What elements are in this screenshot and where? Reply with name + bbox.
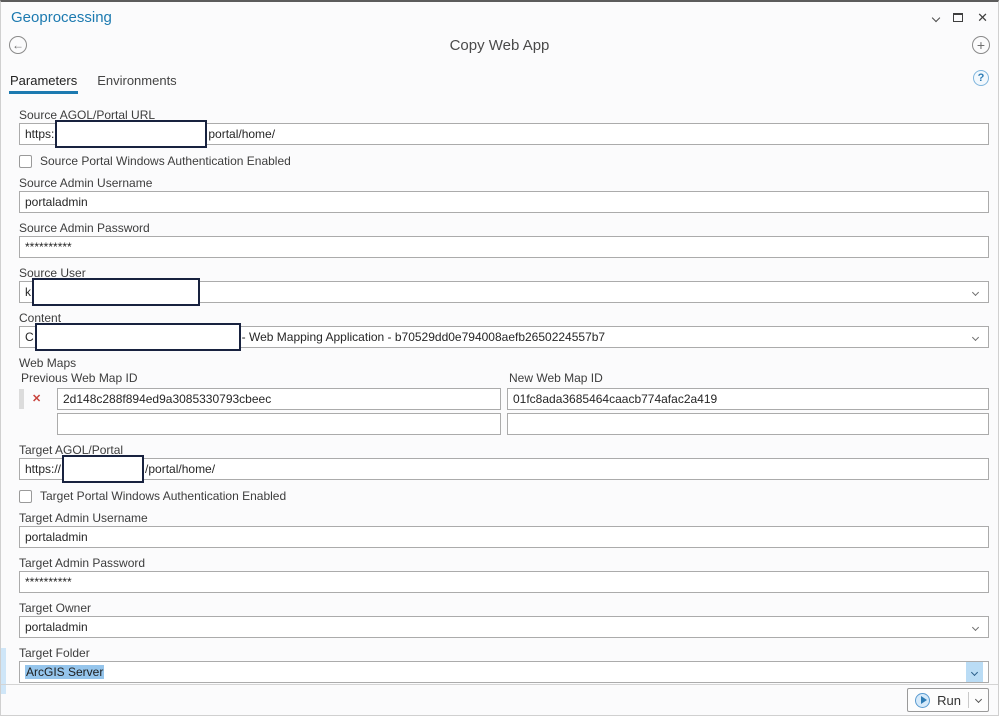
- previous-web-map-id-header: Previous Web Map ID: [21, 371, 138, 385]
- content-combobox[interactable]: C - Web Mapping Application - b70529dd0e…: [19, 323, 989, 351]
- tool-title: Copy Web App: [449, 36, 550, 54]
- redaction-box: [34, 323, 241, 351]
- target-owner-group: Target Owner portaladmin: [19, 601, 989, 638]
- run-button-separator: [968, 692, 969, 708]
- source-admin-username-label: Source Admin Username: [19, 176, 153, 190]
- source-user-group: Source User k: [19, 266, 989, 306]
- target-url-field[interactable]: https:// /portal/home/: [19, 455, 989, 483]
- tab-environments[interactable]: Environments: [97, 73, 177, 88]
- source-auth-checkbox[interactable]: [19, 154, 32, 168]
- target-url-label: Target AGOL/Portal: [19, 443, 124, 457]
- target-folder-label: Target Folder: [19, 646, 90, 660]
- chevron-down-icon[interactable]: [967, 623, 983, 631]
- web-maps-group: Web Maps Previous Web Map ID New Web Map…: [19, 356, 989, 435]
- source-url-label: Source AGOL/Portal URL: [19, 108, 156, 122]
- back-button[interactable]: ←: [9, 36, 27, 54]
- tool-toolbar: Copy Web App ← +: [1, 30, 998, 60]
- web-maps-column-headers: Previous Web Map ID New Web Map ID: [19, 371, 989, 385]
- target-folder-group: Target Folder ArcGIS Server: [1, 646, 989, 694]
- row-drag-handle[interactable]: [19, 389, 24, 409]
- help-icon[interactable]: ?: [973, 70, 989, 86]
- source-user-combobox[interactable]: k: [19, 278, 989, 306]
- new-web-map-id-field: [507, 413, 989, 435]
- web-maps-row: [19, 413, 989, 435]
- footer: Run: [907, 688, 989, 712]
- active-parameter-indicator: [1, 648, 6, 694]
- chevron-down-icon[interactable]: [966, 662, 983, 682]
- tab-bar: Parameters Environments ?: [1, 60, 998, 94]
- add-to-project-button[interactable]: +: [972, 36, 990, 54]
- new-web-map-id-header: New Web Map ID: [509, 371, 603, 385]
- target-admin-password-input[interactable]: [25, 572, 983, 592]
- target-url-prefix: https://: [25, 462, 62, 476]
- target-admin-username-field: [19, 526, 989, 548]
- footer-divider: [1, 684, 998, 685]
- content-value-suffix: - Web Mapping Application - b70529dd0e79…: [241, 330, 606, 344]
- source-url-suffix: portal/home/: [208, 127, 276, 141]
- source-admin-username-field: [19, 191, 989, 213]
- target-auth-group: Target Portal Windows Authentication Ena…: [19, 489, 989, 503]
- redaction-box: [55, 120, 208, 148]
- close-icon[interactable]: ✕: [977, 9, 988, 25]
- run-button-label: Run: [937, 692, 961, 708]
- run-button[interactable]: Run: [907, 688, 989, 712]
- target-auth-checkbox[interactable]: [19, 489, 32, 503]
- target-admin-password-field: [19, 571, 989, 593]
- previous-web-map-id-field: [57, 388, 501, 410]
- pane-title: Geoprocessing: [11, 8, 112, 26]
- source-admin-password-group: Source Admin Password: [19, 221, 989, 258]
- source-user-value: k: [25, 285, 31, 299]
- previous-web-map-id-input[interactable]: [63, 414, 495, 434]
- new-web-map-id-field: [507, 388, 989, 410]
- target-owner-combobox[interactable]: portaladmin: [19, 616, 989, 638]
- source-url-group: Source AGOL/Portal URL https: portal/hom…: [19, 108, 989, 148]
- target-url-suffix: /portal/home/: [145, 462, 216, 476]
- chevron-down-icon[interactable]: [967, 288, 983, 296]
- source-url-field[interactable]: https: portal/home/: [19, 120, 989, 148]
- source-auth-group: Source Portal Windows Authentication Ena…: [19, 154, 989, 168]
- previous-web-map-id-field: [57, 413, 501, 435]
- target-auth-label: Target Portal Windows Authentication Ena…: [40, 489, 287, 503]
- content-group: Content C - Web Mapping Application - b7…: [19, 311, 989, 351]
- chevron-down-icon[interactable]: [967, 333, 983, 341]
- content-label: Content: [19, 311, 62, 325]
- source-admin-username-input[interactable]: [25, 192, 983, 212]
- maximize-icon[interactable]: [953, 12, 964, 22]
- back-arrow-icon: ←: [12, 38, 24, 52]
- web-maps-row: ✕: [19, 388, 989, 410]
- target-admin-username-label: Target Admin Username: [19, 511, 148, 525]
- target-folder-value: ArcGIS Server: [25, 665, 105, 679]
- tab-parameters[interactable]: Parameters: [9, 67, 79, 94]
- target-admin-password-label: Target Admin Password: [19, 556, 146, 570]
- source-admin-password-field: [19, 236, 989, 258]
- parameters-form: Source AGOL/Portal URL https: portal/hom…: [1, 94, 998, 694]
- pane-menu-chevron-icon[interactable]: [931, 8, 941, 26]
- new-web-map-id-input[interactable]: [513, 389, 983, 409]
- source-auth-label: Source Portal Windows Authentication Ena…: [40, 154, 291, 168]
- target-admin-username-input[interactable]: [25, 527, 983, 547]
- new-web-map-id-input[interactable]: [513, 414, 983, 434]
- pane-header: Geoprocessing ✕: [1, 2, 998, 30]
- source-admin-username-group: Source Admin Username: [19, 176, 989, 213]
- target-admin-password-group: Target Admin Password: [19, 556, 989, 593]
- run-options-chevron-icon[interactable]: [974, 695, 983, 703]
- target-url-group: Target AGOL/Portal https:// /portal/home…: [19, 443, 989, 483]
- plus-icon: +: [976, 37, 986, 53]
- target-owner-value: portaladmin: [25, 620, 88, 634]
- play-icon: [915, 692, 931, 708]
- source-admin-password-input[interactable]: [25, 237, 983, 257]
- web-maps-label: Web Maps: [19, 356, 77, 370]
- redaction-box: [62, 455, 145, 483]
- redaction-box: [32, 278, 200, 306]
- content-value-prefix: C: [25, 330, 34, 344]
- delete-row-icon[interactable]: ✕: [32, 392, 42, 405]
- target-folder-combobox[interactable]: ArcGIS Server: [19, 661, 989, 683]
- source-admin-password-label: Source Admin Password: [19, 221, 150, 235]
- target-admin-username-group: Target Admin Username: [19, 511, 989, 548]
- previous-web-map-id-input[interactable]: [63, 389, 495, 409]
- source-url-prefix: https:: [25, 127, 55, 141]
- source-user-label: Source User: [19, 266, 86, 280]
- target-owner-label: Target Owner: [19, 601, 92, 615]
